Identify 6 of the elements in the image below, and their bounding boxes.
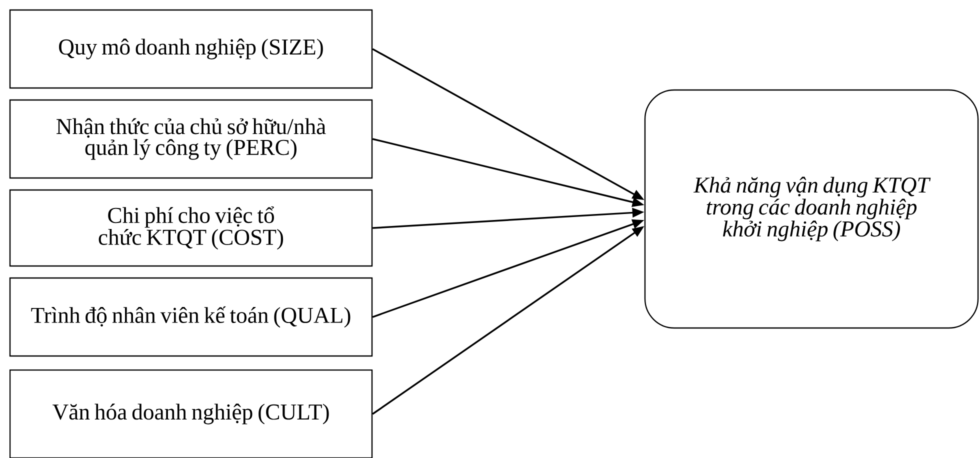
factor-box: Quy mô doanh nghiệp (SIZE) (9, 9, 373, 89)
factor-box: Văn hóa doanh nghiệp (CULT) (9, 369, 373, 458)
outcome-box: Khả năng vận dụng KTQT trong các doanh nghiệp khởi nghiệp (POSS) (644, 89, 979, 329)
factor-box: Nhận thức của chủ sở hữu/nhà quản lý công ty (PERC) (9, 99, 373, 179)
factor-box: Chi phí cho việc tổ chức KTQT (COST) (9, 189, 373, 267)
factor-box: Trình độ nhân viên kế toán (QUAL) (9, 277, 373, 357)
